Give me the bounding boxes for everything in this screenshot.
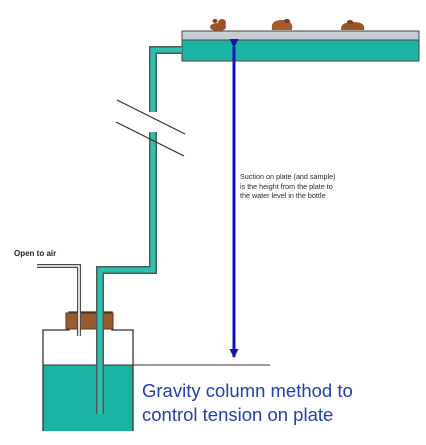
sample-1 <box>210 19 226 31</box>
diagram-title: Gravity column method to control tension… <box>142 379 422 427</box>
plate-assembly <box>181 30 420 62</box>
plate-water-reservoir <box>181 39 420 62</box>
suction-explanation-label: Suction on plate (and sample) is the hei… <box>240 172 410 201</box>
sample-2 <box>271 19 293 30</box>
suction-line-3: the water level in the bottle <box>240 191 326 201</box>
bottle-water <box>43 365 133 431</box>
plate <box>181 30 420 41</box>
open-to-air-label: Open to air <box>14 249 57 258</box>
water-tube <box>96 46 182 414</box>
title-line-1: Gravity column method to <box>142 380 353 401</box>
title-line-2: control tension on plate <box>142 404 334 425</box>
suction-line-2: is the height from the plate to <box>240 181 333 191</box>
water-bottle <box>42 311 134 431</box>
suction-line-1: Suction on plate (and sample) <box>240 172 336 181</box>
bottle-stopper <box>65 312 114 330</box>
tube-break-mark <box>115 99 186 157</box>
sample-3 <box>340 20 365 30</box>
